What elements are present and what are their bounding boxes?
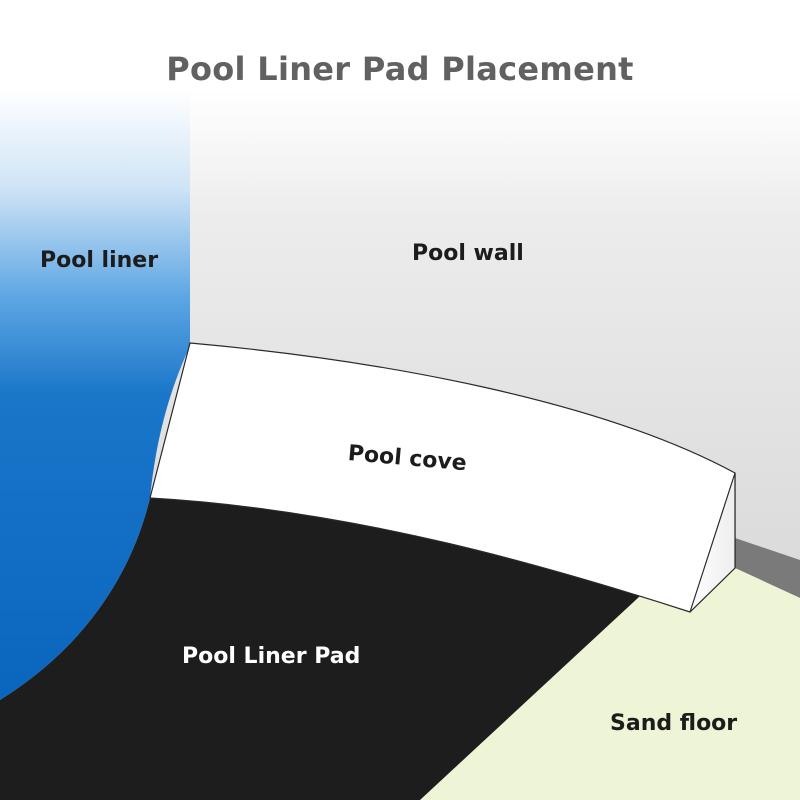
pool-liner-region bbox=[0, 90, 190, 700]
pool-cove-end-face bbox=[689, 472, 736, 613]
pool-liner-pad-label: Pool Liner Pad bbox=[182, 644, 361, 669]
sand-floor-region bbox=[420, 568, 800, 800]
sand-floor-label: Sand floor bbox=[610, 711, 738, 736]
diagram-title: Pool Liner Pad Placement bbox=[166, 50, 634, 88]
pool-liner-label: Pool liner bbox=[40, 248, 159, 273]
pool-wall-label: Pool wall bbox=[412, 241, 524, 266]
wall-base-strip bbox=[735, 538, 800, 598]
pool-liner-pad-region bbox=[0, 495, 640, 800]
